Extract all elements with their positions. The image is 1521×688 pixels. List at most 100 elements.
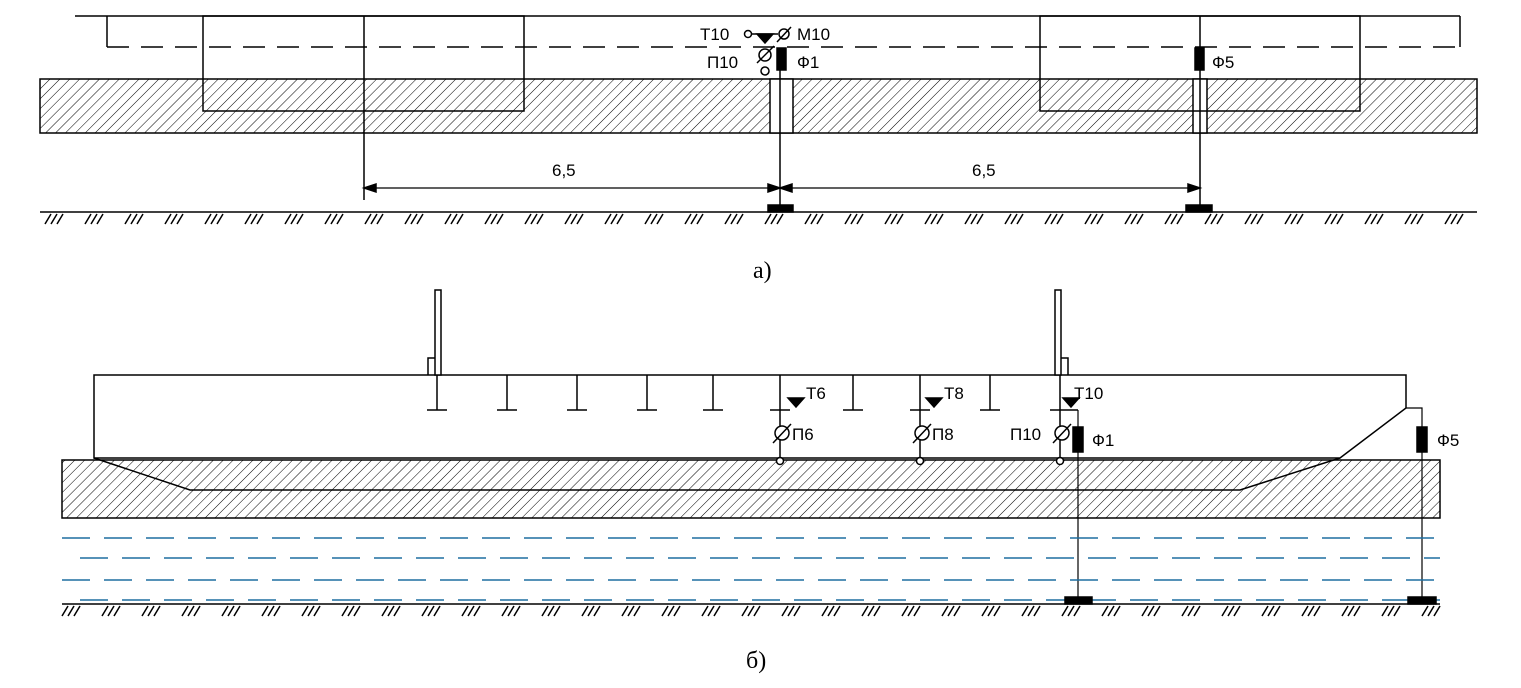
hatch-mark xyxy=(793,605,801,617)
slab-hatched xyxy=(61,459,1441,519)
label-p10: П10 xyxy=(1010,425,1041,444)
hatch-mark xyxy=(513,605,521,617)
hatch-mark xyxy=(1124,213,1132,225)
hatch-mark xyxy=(153,605,161,617)
hatch-mark xyxy=(1290,213,1298,225)
hatch-mark xyxy=(1033,605,1041,617)
hatch-mark xyxy=(73,605,81,617)
hatch-mark xyxy=(1147,605,1155,617)
hatch-mark xyxy=(656,213,664,225)
label-f1: Ф1 xyxy=(797,53,819,72)
hatch-mark xyxy=(924,213,932,225)
hatch-mark xyxy=(336,213,344,225)
hatch-mark xyxy=(816,213,824,225)
hatch-mark xyxy=(616,213,624,225)
hatch-mark xyxy=(1416,213,1424,225)
hatch-mark xyxy=(1284,213,1292,225)
hatch-mark xyxy=(507,605,515,617)
hatch-mark xyxy=(164,213,172,225)
hatch-mark xyxy=(953,605,961,617)
ground-hatch xyxy=(44,213,1464,225)
hatch-mark xyxy=(1113,605,1121,617)
ground-hatch xyxy=(61,605,1441,617)
hatch-mark xyxy=(1216,213,1224,225)
hatch-mark xyxy=(713,605,721,617)
hatch-mark xyxy=(1456,213,1464,225)
hatch-mark xyxy=(1330,213,1338,225)
hatch-mark xyxy=(67,605,75,617)
hatch-mark xyxy=(267,605,275,617)
hatch-mark xyxy=(1273,605,1281,617)
hatch-mark xyxy=(1153,605,1161,617)
hatch-mark xyxy=(861,605,869,617)
t6-marker-icon xyxy=(786,397,806,409)
hatch-mark xyxy=(216,213,224,225)
hatch-mark xyxy=(330,213,338,225)
hatch-mark xyxy=(1016,213,1024,225)
hatch-mark xyxy=(553,605,561,617)
hatch-mark xyxy=(856,213,864,225)
hatch-mark xyxy=(1084,213,1092,225)
hatch-mark xyxy=(1027,605,1035,617)
hatch-mark xyxy=(1067,605,1075,617)
hatch-mark xyxy=(701,605,709,617)
hatch-mark xyxy=(1347,605,1355,617)
hatch-mark xyxy=(770,213,778,225)
hatch-mark xyxy=(964,213,972,225)
hatch-mark xyxy=(233,605,241,617)
hatch-mark xyxy=(867,605,875,617)
hatch-mark xyxy=(1376,213,1384,225)
hatch-mark xyxy=(296,213,304,225)
hatch-mark xyxy=(576,213,584,225)
hatch-mark xyxy=(1393,605,1401,617)
hatch-mark xyxy=(970,213,978,225)
hatch-mark xyxy=(56,213,64,225)
hatch-mark xyxy=(101,605,109,617)
hatch-mark xyxy=(376,213,384,225)
hatch-mark xyxy=(410,213,418,225)
hatch-mark xyxy=(593,605,601,617)
hatch-mark xyxy=(753,605,761,617)
hatch-mark xyxy=(1296,213,1304,225)
hatch-mark xyxy=(776,213,784,225)
hatch-mark xyxy=(833,605,841,617)
hatch-mark xyxy=(147,605,155,617)
label-t10: Т10 xyxy=(700,25,729,44)
hatch-mark xyxy=(741,605,749,617)
hull xyxy=(93,374,1407,459)
hatch-mark xyxy=(673,605,681,617)
caption-a: а) xyxy=(753,258,772,284)
hatch-mark xyxy=(427,605,435,617)
hatch-mark xyxy=(1250,213,1258,225)
hatch-mark xyxy=(273,605,281,617)
hatch-mark xyxy=(221,605,229,617)
hatch-mark xyxy=(490,213,498,225)
hatch-mark xyxy=(604,213,612,225)
hatch-mark xyxy=(947,605,955,617)
caption-b: б) xyxy=(746,648,766,674)
hatch-mark xyxy=(1193,605,1201,617)
hatch-mark xyxy=(541,605,549,617)
footing-2 xyxy=(1407,596,1437,605)
diagram-b xyxy=(61,289,1441,617)
hatch-mark xyxy=(1107,605,1115,617)
hatch-mark xyxy=(667,605,675,617)
hatch-mark xyxy=(1176,213,1184,225)
hatch-mark xyxy=(290,213,298,225)
dimension-left: 6,5 xyxy=(552,161,576,180)
hatch-mark xyxy=(650,213,658,225)
hatch-mark xyxy=(690,213,698,225)
hatch-mark xyxy=(176,213,184,225)
hatch-mark xyxy=(1256,213,1264,225)
hatch-mark xyxy=(1061,605,1069,617)
hatch-mark xyxy=(621,605,629,617)
sensor-string-6 xyxy=(770,375,806,466)
hatch-mark xyxy=(90,213,98,225)
label-p8: П8 xyxy=(932,425,954,444)
mast-left xyxy=(434,289,442,376)
water-lines xyxy=(62,537,1440,601)
hatch-mark xyxy=(661,605,669,617)
hatch-mark xyxy=(1056,213,1064,225)
hatch-mark xyxy=(1353,605,1361,617)
hatch-mark xyxy=(1170,213,1178,225)
